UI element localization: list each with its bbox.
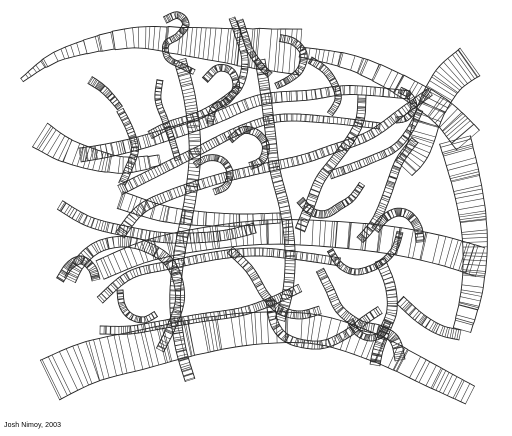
ribbon-stroke-23 bbox=[226, 246, 322, 320]
ribbon-stroke-25 bbox=[396, 295, 462, 341]
ribbon-stroke-35 bbox=[116, 107, 139, 186]
ribbon-stroke-41 bbox=[116, 289, 159, 324]
ribbon-stroke-17 bbox=[294, 94, 367, 233]
ribbon-stroke-12 bbox=[169, 57, 202, 382]
ribbon-stroke-21 bbox=[265, 298, 383, 350]
ribbon-stroke-31 bbox=[201, 63, 240, 125]
ribbon-stroke-14 bbox=[147, 16, 249, 139]
ribbon-stroke-18 bbox=[328, 108, 424, 180]
ribbon-stroke-6 bbox=[439, 135, 488, 333]
ribbon-stroke-28 bbox=[371, 207, 425, 243]
ribbon-stroke-15 bbox=[254, 58, 296, 322]
ribbon-stroke-39 bbox=[192, 154, 234, 196]
ribbon-stroke-8 bbox=[78, 85, 411, 163]
ribbon-stroke-37 bbox=[56, 255, 101, 283]
ribbon-stroke-11 bbox=[96, 247, 342, 304]
ribbon-stroke-30 bbox=[154, 79, 182, 162]
ribbon-stroke-27 bbox=[296, 181, 365, 219]
ribbon-stroke-4 bbox=[39, 311, 475, 405]
ribbon-stroke-42 bbox=[346, 318, 392, 342]
ribbon-stroke-9 bbox=[117, 113, 381, 195]
artist-credit: Josh Nimoy, 2003 bbox=[4, 422, 62, 429]
ribbon-stroke-22 bbox=[315, 267, 406, 362]
ribbon-stroke-32 bbox=[274, 34, 308, 90]
ribbon-stroke-33 bbox=[236, 18, 273, 78]
ribbon-stroke-0 bbox=[20, 26, 303, 83]
ribbon-stroke-40 bbox=[395, 86, 418, 124]
ribbon-stroke-20 bbox=[99, 283, 303, 335]
ribbon-stroke-36 bbox=[87, 76, 123, 111]
ribbon-stroke-1 bbox=[32, 122, 162, 174]
ribbon-stroke-10 bbox=[64, 235, 186, 353]
ribbon-stroke-38 bbox=[227, 125, 270, 170]
ribbon-stroke-19 bbox=[356, 137, 419, 244]
ribbon-strokes bbox=[20, 11, 488, 405]
ribbon-stroke-26 bbox=[326, 230, 404, 276]
ribbon-stroke-16 bbox=[56, 200, 257, 244]
ribbon-stroke-3 bbox=[298, 46, 480, 151]
ribbon-stroke-34 bbox=[307, 56, 342, 117]
ribbon-stroke-29 bbox=[161, 11, 196, 75]
